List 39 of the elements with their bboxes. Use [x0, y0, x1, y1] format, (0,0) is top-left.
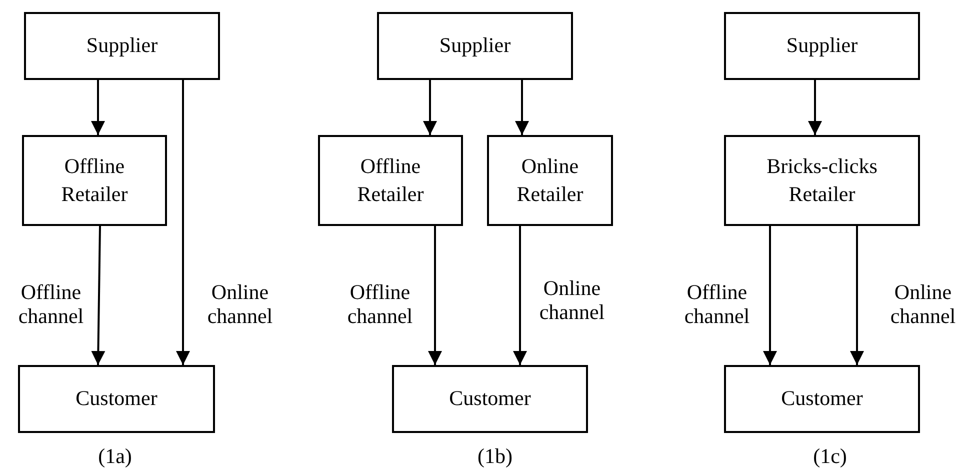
process-box: [724, 135, 920, 226]
process-box: [22, 135, 167, 226]
edge-label: Online channel: [538, 276, 606, 324]
arrow: [513, 226, 527, 365]
arrow: [91, 80, 105, 135]
box-label: Customer: [781, 385, 863, 412]
box-label: Offline Retailer: [356, 153, 425, 208]
edge-label: Offline channel: [17, 280, 85, 328]
arrow: [850, 226, 864, 365]
box-label: Online Retailer: [516, 153, 584, 208]
arrow: [176, 80, 190, 365]
process-box: [392, 365, 588, 433]
panel-caption: (1c): [812, 444, 848, 469]
arrow: [763, 226, 777, 365]
arrow: [423, 80, 437, 135]
edge-label: Offline channel: [346, 280, 414, 328]
box-label: Offline Retailer: [60, 153, 129, 208]
edge-label: Offline channel: [683, 280, 751, 328]
process-box: [24, 12, 220, 80]
arrow: [515, 80, 529, 135]
box-label: Customer: [449, 385, 531, 412]
box-label: Supplier: [86, 32, 158, 60]
arrow: [91, 226, 106, 366]
box-label: Bricks-clicks Retailer: [766, 153, 878, 208]
box-label: Supplier: [439, 32, 511, 60]
box-label: Customer: [76, 385, 158, 412]
process-box: [377, 12, 573, 80]
process-box: [724, 365, 920, 433]
arrow: [808, 80, 822, 135]
process-box: [318, 135, 463, 226]
panel-caption: (1b): [476, 444, 514, 469]
panel-caption: (1a): [97, 444, 133, 469]
edge-label: Online channel: [889, 280, 957, 328]
process-box: [487, 135, 613, 226]
edge-label: Online channel: [206, 280, 274, 328]
process-box: [724, 12, 920, 80]
arrow: [428, 226, 442, 365]
box-label: Supplier: [786, 32, 858, 60]
process-box: [18, 365, 215, 433]
